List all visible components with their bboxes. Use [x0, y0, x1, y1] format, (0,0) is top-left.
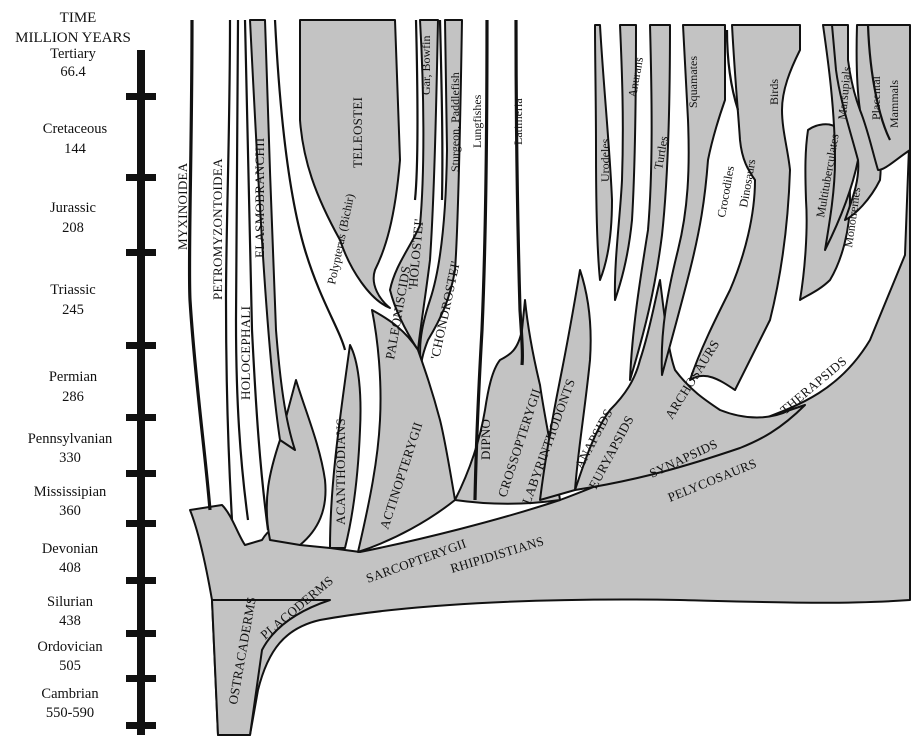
- holocephali-stem: [226, 20, 232, 520]
- period-age: 208: [62, 220, 84, 236]
- gar-bowfin-stem: [415, 20, 417, 200]
- label-dipno: DIPNO: [478, 419, 493, 460]
- label-myxinoidea: MYXINOIDEA: [175, 162, 190, 250]
- period-name: Cretaceous: [43, 121, 108, 137]
- period-age: 438: [59, 613, 81, 629]
- period-age: 550-590: [46, 705, 94, 721]
- period-age: 330: [59, 450, 81, 466]
- period-name: Permian: [49, 369, 98, 385]
- period-name: Jurassic: [50, 200, 96, 216]
- myxinoidea-stem: [189, 20, 210, 510]
- period-name: Devonian: [42, 541, 99, 557]
- period-labels: Tertiary 66.4 Cretaceous 144 Jurassic 20…: [28, 46, 113, 721]
- period-name: Tertiary: [50, 46, 96, 62]
- label-placental: Placental: [869, 75, 883, 120]
- label-mammals: Mammals: [887, 80, 901, 128]
- time-axis: TIME MILLION YEARS Tertiary 66.4 Cretace…: [15, 10, 156, 735]
- label-gar-bowfin: Gar, Bowfin: [419, 35, 433, 95]
- label-squamates: Squamates: [686, 56, 700, 108]
- period-age: 505: [59, 658, 81, 674]
- label-sturgeon: Sturgeon, Paddlefish: [448, 72, 462, 172]
- latimeria-stem: [516, 20, 522, 365]
- period-name: Ordovician: [37, 639, 103, 655]
- label-petromyzontoidea: PETROMYZONTOIDEA: [210, 158, 225, 300]
- period-name: Silurian: [47, 594, 94, 610]
- period-age: 66.4: [60, 64, 86, 80]
- period-age: 408: [59, 560, 81, 576]
- label-holocephali: HOLOCEPHALI: [238, 306, 253, 400]
- label-crocodiles: Crocodiles: [714, 165, 737, 219]
- sturgeon-stem: [440, 20, 442, 200]
- label-lungfishes: Lungfishes: [470, 94, 484, 148]
- label-acanthodians: ACANTHODIANS: [333, 418, 348, 525]
- period-age: 144: [64, 141, 87, 157]
- label-birds: Birds: [767, 79, 781, 105]
- period-name: Triassic: [50, 282, 95, 298]
- period-name: Cambrian: [41, 686, 99, 702]
- label-latimeria: Latimeria: [511, 98, 525, 145]
- period-age: 360: [59, 503, 81, 519]
- axis-title-time: TIME: [60, 10, 97, 26]
- label-elasmobranchii: ELASMOBRANCHII: [252, 138, 267, 258]
- axis-title-million-years: MILLION YEARS: [15, 30, 131, 46]
- period-age: 286: [62, 389, 84, 405]
- phylogenetic-tree: [189, 20, 910, 735]
- label-teleostei: TELEOSTEI: [350, 97, 365, 168]
- period-name: Mississipian: [34, 484, 107, 500]
- label-urodeles: Urodeles: [598, 138, 612, 182]
- period-age: 245: [62, 302, 84, 318]
- period-name: Pennsylvanian: [28, 431, 113, 447]
